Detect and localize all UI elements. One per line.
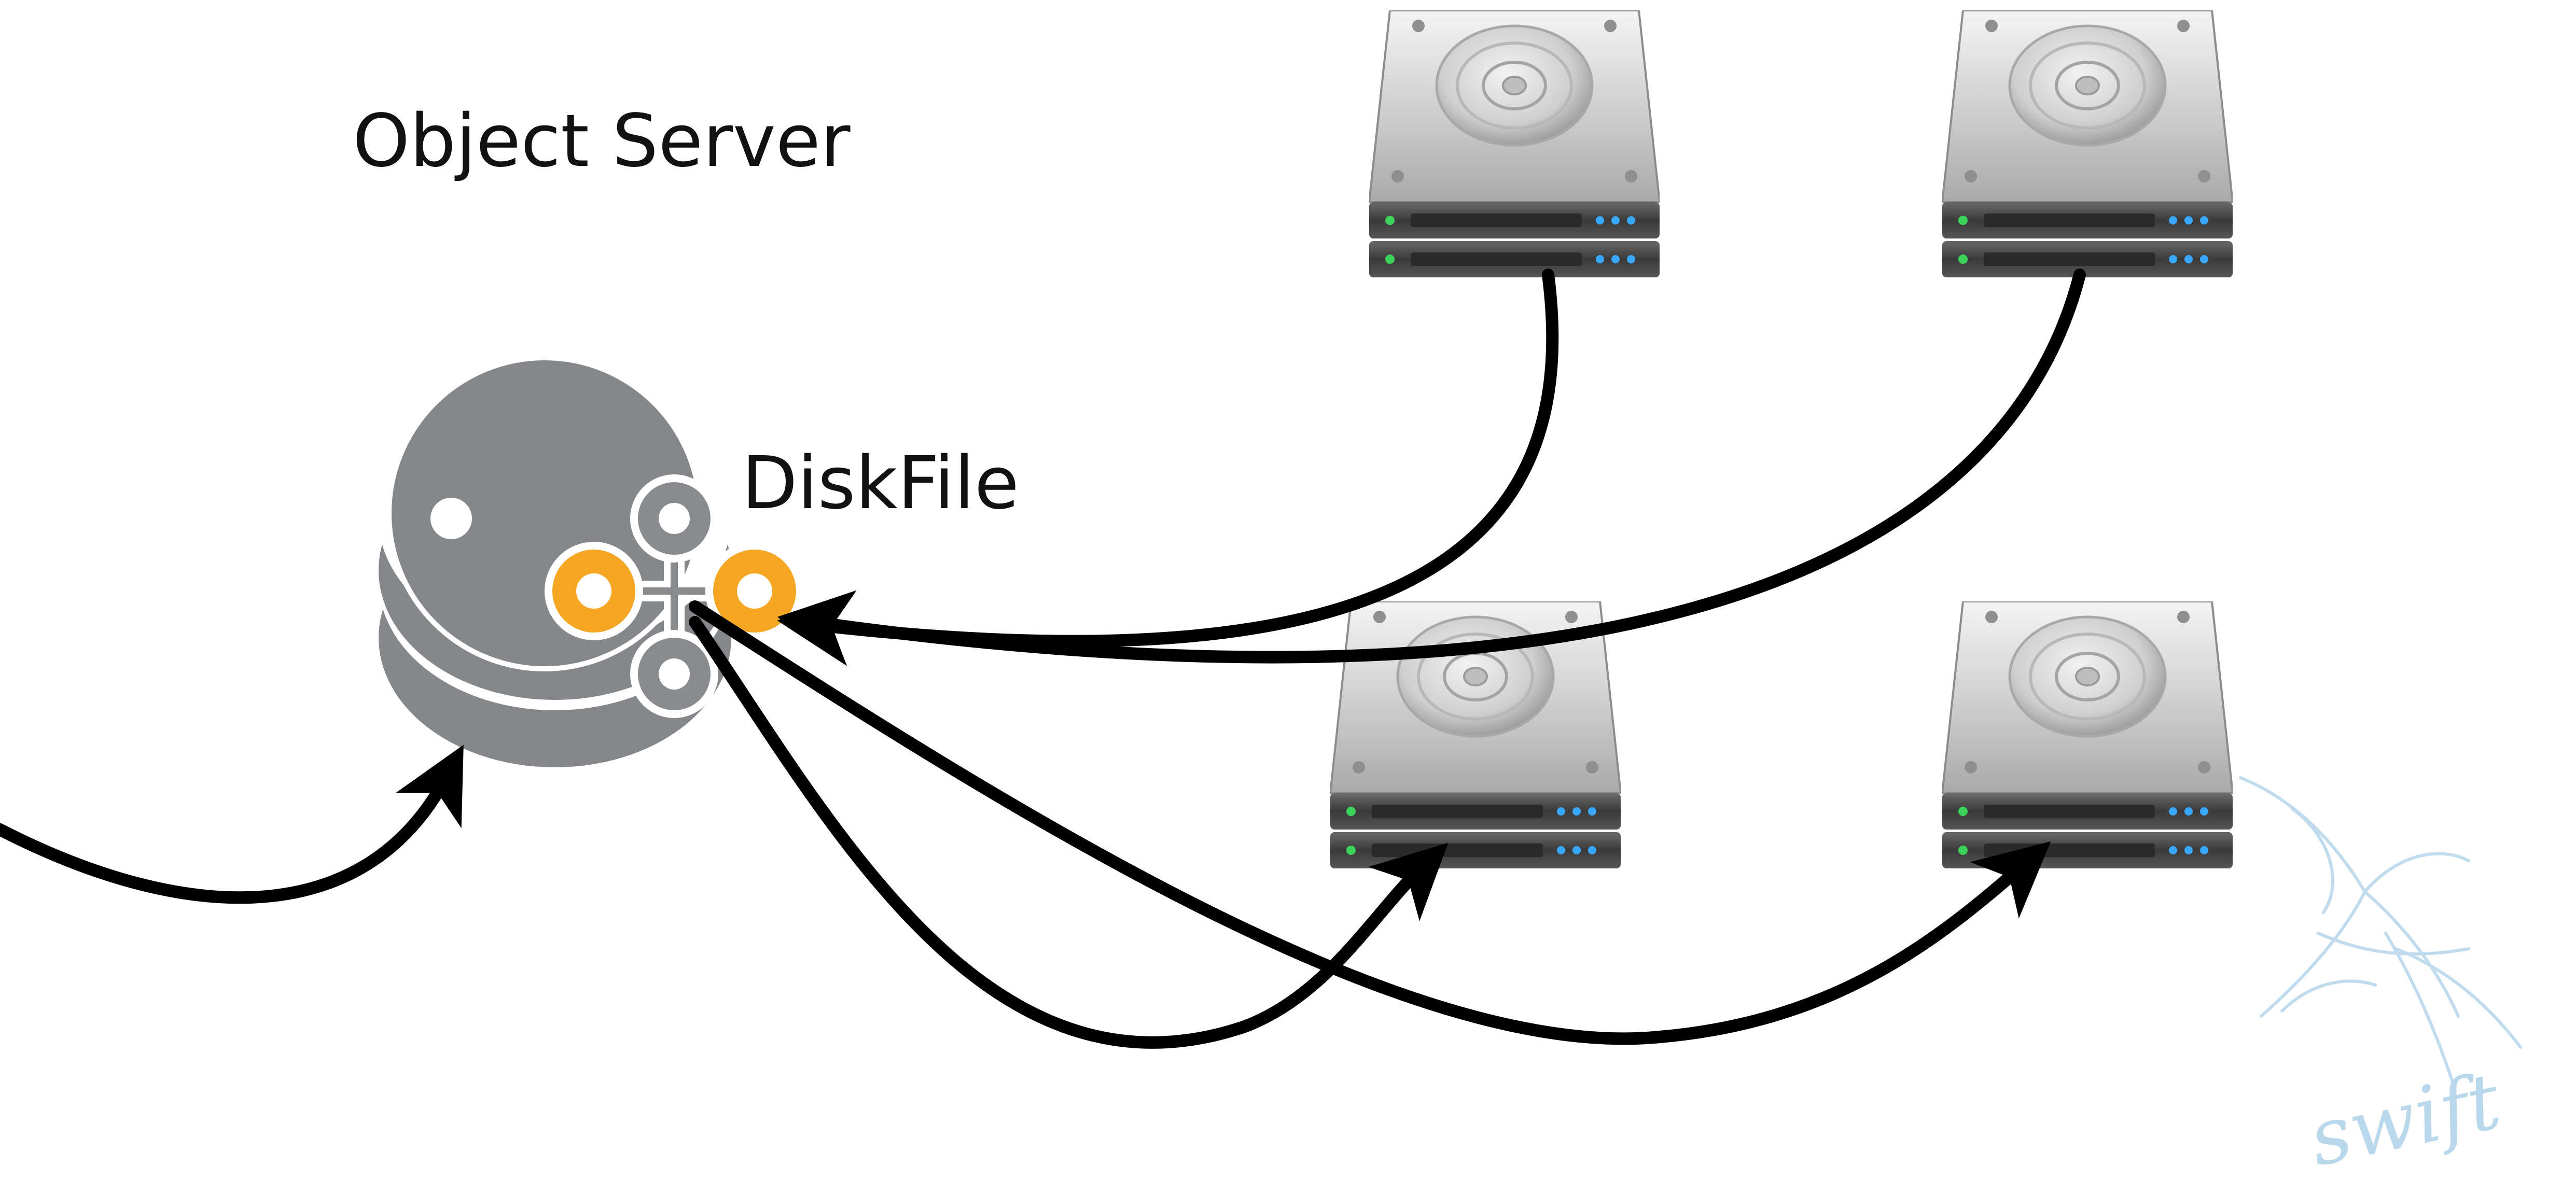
swift-watermark-text: swift	[2302, 1056, 2509, 1180]
swift-bird-logo	[2239, 776, 2522, 1085]
diskfile-connector-icon	[545, 474, 804, 718]
drive-to-diskfile-arrow	[777, 269, 2086, 665]
diskfile-label: DiskFile	[742, 441, 1019, 526]
object-server-title: Object Server	[353, 99, 851, 184]
drive-to-diskfile-arrow	[777, 269, 1559, 666]
diskfile-to-drive-arrow	[689, 600, 2051, 1045]
diskfile-to-drive-arrow	[689, 616, 1449, 1049]
hard-drive-icon	[1942, 601, 2233, 868]
hard-drive-icon	[1369, 10, 1660, 277]
incoming-request-arrow	[0, 744, 464, 904]
hard-drive-icon	[1942, 10, 2233, 277]
